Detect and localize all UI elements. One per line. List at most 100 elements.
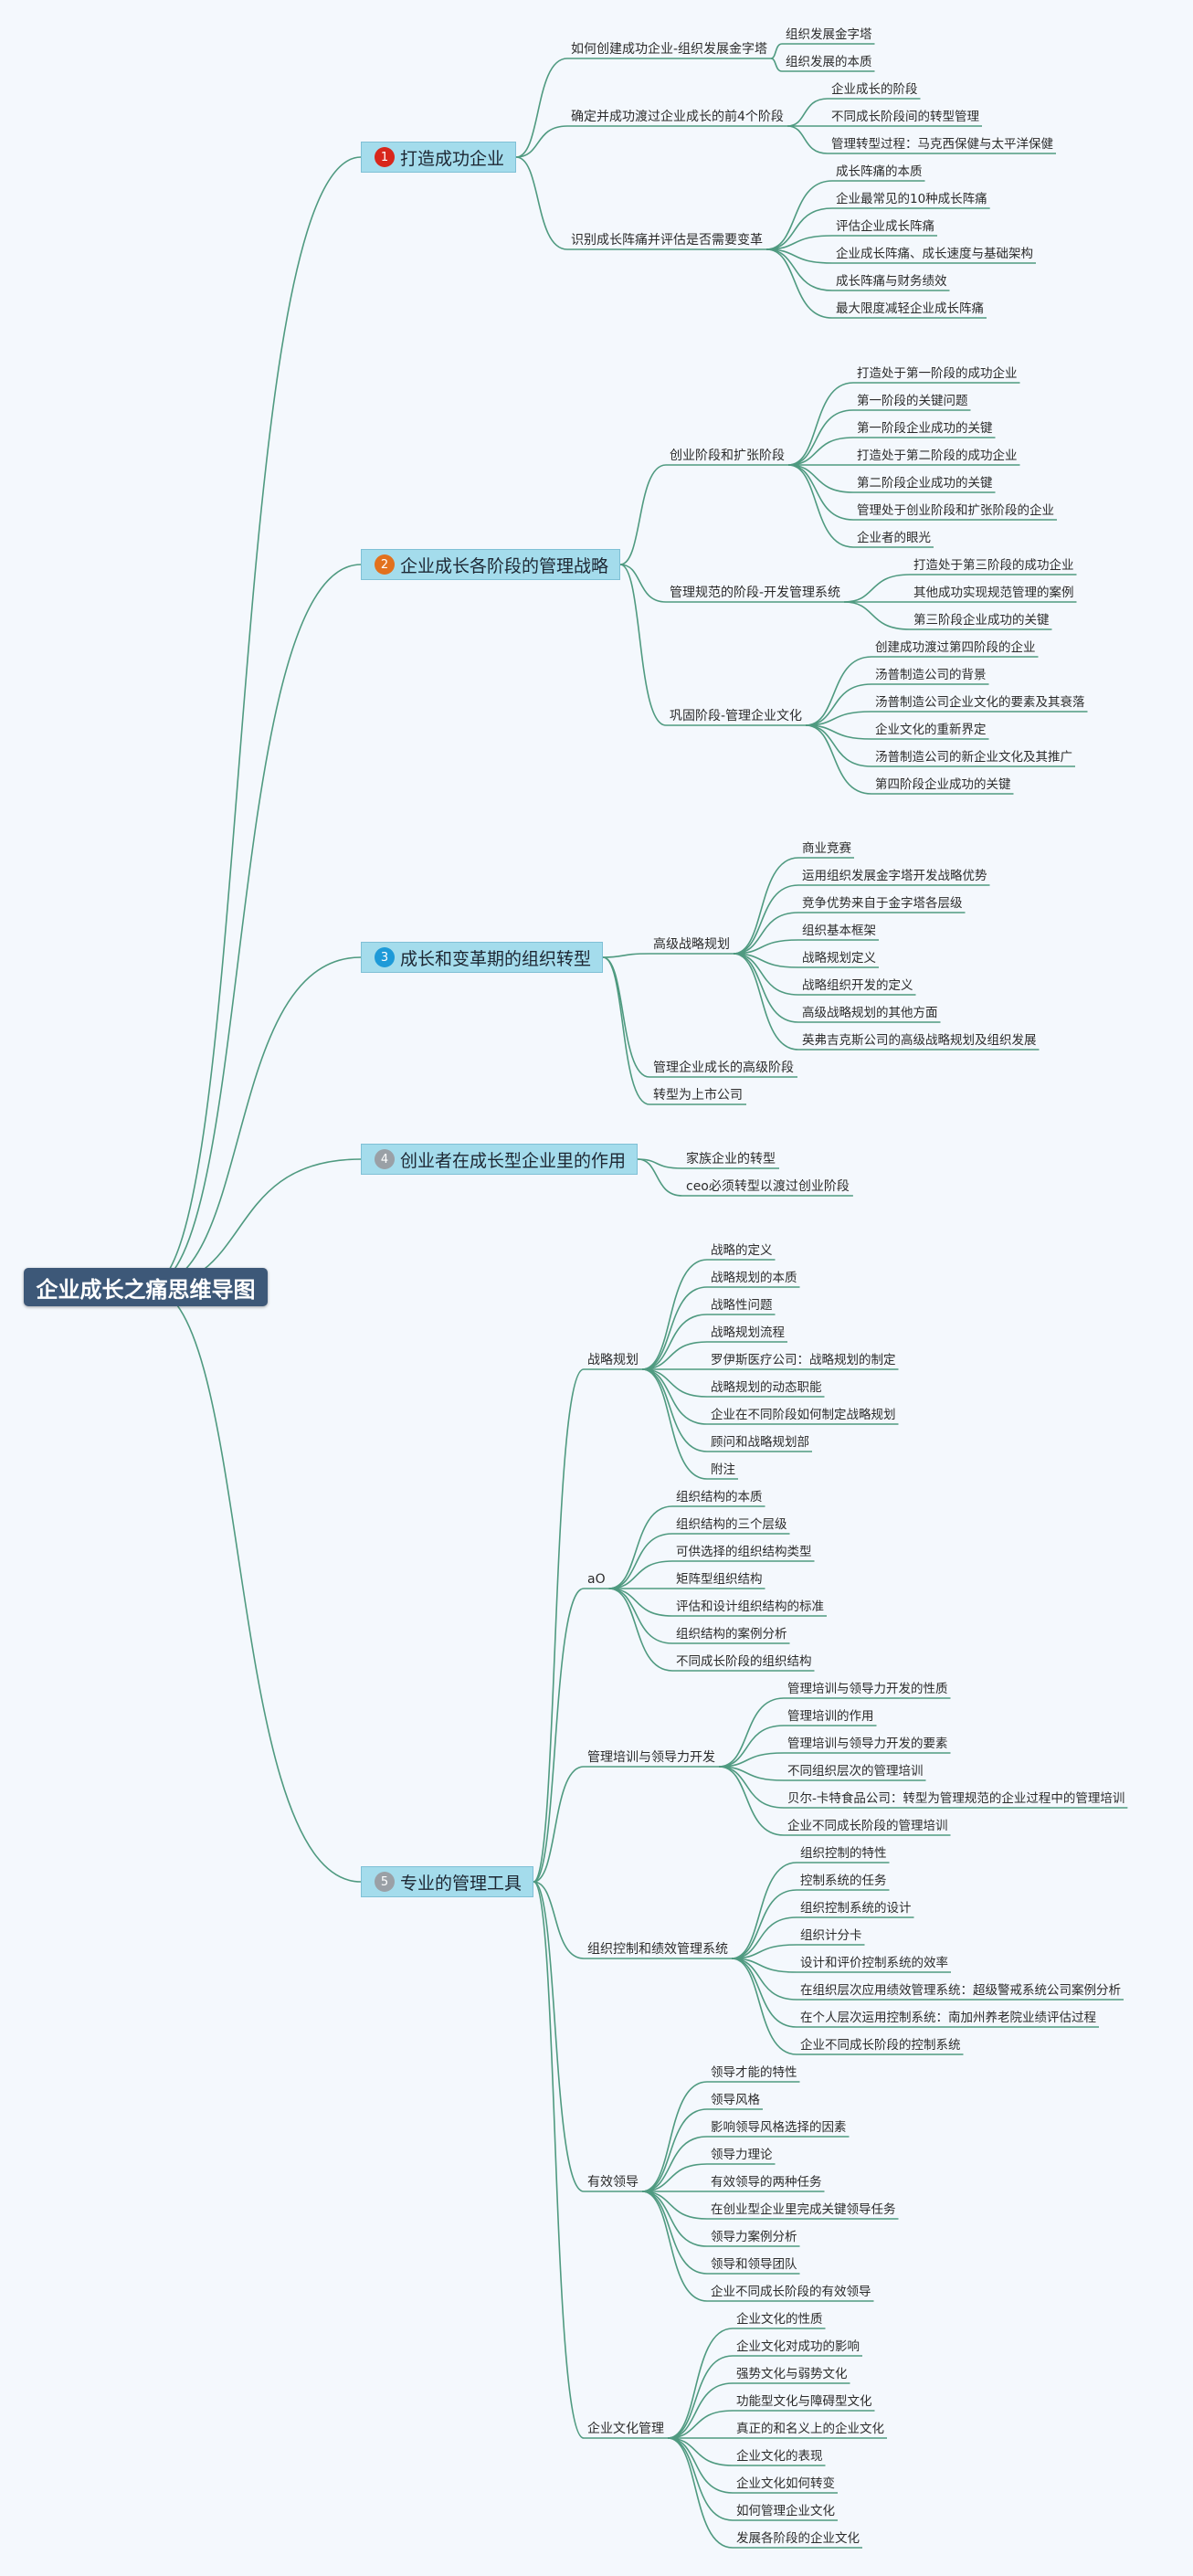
leaf-item[interactable]: 设计和评价控制系统的效率 [800,1956,948,1970]
leaf-item[interactable]: 成长阵痛的本质 [836,164,923,179]
leaf-item[interactable]: 成长阵痛与财务绩效 [836,274,947,289]
leaf-item[interactable]: 汤普制造公司企业文化的要素及其衰落 [875,695,1085,710]
leaf-item[interactable]: 有效领导的两种任务 [711,2175,822,2190]
leaf-item[interactable]: 强势文化与弱势文化 [736,2367,848,2381]
leaf-item[interactable]: 打造处于第二阶段的成功企业 [857,449,1018,463]
leaf-item[interactable]: 最大限度减轻企业成长阵痛 [836,301,984,316]
leaf-item[interactable]: 运用组织发展金字塔开发战略优势 [802,869,987,883]
leaf-item[interactable]: 打造处于第三阶段的成功企业 [913,558,1074,573]
leaf-item[interactable]: 英弗吉克斯公司的高级战略规划及组织发展 [802,1033,1037,1048]
leaf-item[interactable]: 第一阶段的关键问题 [857,394,968,408]
leaf-item[interactable]: 企业文化的重新界定 [875,723,987,737]
leaf-item[interactable]: 组织结构的案例分析 [676,1627,787,1642]
leaf-item[interactable]: 企业成长的阶段 [831,82,918,97]
leaf-item[interactable]: 领导风格 [711,2093,760,2107]
leaf-item[interactable]: 附注 [711,1462,735,1477]
leaf-item[interactable]: 组织计分卡 [800,1928,862,1943]
leaf-item[interactable]: 贝尔-卡特食品公司：转型为管理规范的企业过程中的管理培训 [787,1791,1125,1806]
leaf-item[interactable]: 评估和设计组织结构的标准 [676,1599,824,1614]
branch-label[interactable]: 转型为上市公司 [653,1088,743,1103]
root-node[interactable]: 企业成长之痛思维导图 [24,1268,268,1306]
leaf-item[interactable]: 汤普制造公司的新企业文化及其推广 [875,750,1072,765]
leaf-item[interactable]: 可供选择的组织结构类型 [676,1545,812,1559]
leaf-item[interactable]: 不同成长阶段间的转型管理 [831,110,979,124]
leaf-item[interactable]: 顾问和战略规划部 [711,1435,809,1450]
branch-label[interactable]: 识别成长阵痛并评估是否需要变革 [571,233,763,248]
leaf-item[interactable]: 企业文化的性质 [736,2312,823,2327]
leaf-item[interactable]: 第一阶段企业成功的关键 [857,421,993,436]
leaf-item[interactable]: 管理转型过程：马克西保健与太平洋保健 [831,137,1053,152]
leaf-item[interactable]: 企业者的眼光 [857,531,931,545]
leaf-item[interactable]: 组织控制的特性 [800,1846,887,1861]
leaf-item[interactable]: 如何管理企业文化 [736,2504,835,2518]
leaf-item[interactable]: 竞争优势来自于金字塔各层级 [802,896,963,911]
branch-label[interactable]: 家族企业的转型 [686,1152,776,1167]
leaf-item[interactable]: 其他成功实现规范管理的案例 [913,586,1074,600]
branch-label[interactable]: 管理规范的阶段-开发管理系统 [670,586,841,600]
leaf-item[interactable]: 组织发展的本质 [786,55,872,69]
leaf-item[interactable]: 在组织层次应用绩效管理系统：超级警戒系统公司案例分析 [800,1983,1121,1998]
leaf-item[interactable]: 战略的定义 [711,1243,773,1258]
branch-label[interactable]: aO [587,1572,606,1587]
leaf-item[interactable]: 第四阶段企业成功的关键 [875,777,1011,792]
leaf-item[interactable]: 功能型文化与障碍型文化 [736,2394,872,2409]
branch-label[interactable]: 管理培训与领导力开发 [587,1750,715,1765]
branch-label[interactable]: 如何创建成功企业-组织发展金字塔 [571,42,768,57]
leaf-item[interactable]: 汤普制造公司的背景 [875,668,987,682]
branch-label[interactable]: 管理企业成长的高级阶段 [653,1061,794,1075]
leaf-item[interactable]: 企业不同成长阶段的管理培训 [787,1819,948,1833]
leaf-item[interactable]: 不同组织层次的管理培训 [787,1764,924,1779]
leaf-item[interactable]: 管理培训与领导力开发的要素 [787,1737,948,1751]
branch-label[interactable]: 巩固阶段-管理企业文化 [670,709,803,723]
leaf-item[interactable]: 企业文化对成功的影响 [736,2339,860,2354]
leaf-item[interactable]: 真正的和名义上的企业文化 [736,2422,884,2436]
leaf-item[interactable]: 领导力理论 [711,2148,773,2162]
branch-label[interactable]: 高级战略规划 [653,937,730,952]
leaf-item[interactable]: 企业在不同阶段如何制定战略规划 [711,1408,896,1422]
leaf-item[interactable]: 管理培训与领导力开发的性质 [787,1682,948,1696]
leaf-item[interactable]: 在个人层次运用控制系统：南加州养老院业绩评估过程 [800,2011,1096,2025]
branch-label[interactable]: 有效领导 [587,2175,639,2190]
leaf-item[interactable]: 战略规划流程 [711,1325,785,1340]
leaf-item[interactable]: 矩阵型组织结构 [676,1572,763,1587]
leaf-item[interactable]: 企业文化如何转变 [736,2476,835,2491]
leaf-item[interactable]: 创建成功渡过第四阶段的企业 [875,640,1036,655]
leaf-item[interactable]: 发展各阶段的企业文化 [736,2531,860,2546]
leaf-item[interactable]: 在创业型企业里完成关键领导任务 [711,2202,896,2217]
leaf-item[interactable]: 战略组织开发的定义 [802,978,913,993]
leaf-item[interactable]: 企业文化的表现 [736,2449,823,2464]
branch-label[interactable]: 组织控制和绩效管理系统 [587,1942,728,1957]
leaf-item[interactable]: 高级战略规划的其他方面 [802,1006,938,1020]
leaf-item[interactable]: 组织控制系统的设计 [800,1901,912,1916]
leaf-item[interactable]: 战略规划定义 [802,951,876,966]
leaf-item[interactable]: 管理培训的作用 [787,1709,874,1724]
leaf-item[interactable]: 组织发展金字塔 [786,27,872,42]
leaf-item[interactable]: 企业成长阵痛、成长速度与基础架构 [836,247,1033,261]
leaf-item[interactable]: 组织基本框架 [802,924,876,938]
leaf-item[interactable]: 战略规划的动态职能 [711,1380,822,1395]
leaf-item[interactable]: 控制系统的任务 [800,1874,887,1888]
leaf-item[interactable]: 商业竞赛 [802,841,851,856]
leaf-item[interactable]: 不同成长阶段的组织结构 [676,1654,812,1669]
leaf-item[interactable]: 领导和领导团队 [711,2257,797,2272]
branch-label[interactable]: ceo必须转型以渡过创业阶段 [686,1179,850,1194]
leaf-item[interactable]: 企业最常见的10种成长阵痛 [836,192,987,206]
leaf-item[interactable]: 影响领导风格选择的因素 [711,2120,847,2135]
leaf-item[interactable]: 组织结构的三个层级 [676,1517,787,1532]
leaf-item[interactable]: 企业不同成长阶段的控制系统 [800,2038,961,2053]
leaf-item[interactable]: 评估企业成长阵痛 [836,219,934,234]
branch-label[interactable]: 企业文化管理 [587,2422,664,2436]
leaf-item[interactable]: 战略规划的本质 [711,1271,797,1285]
branch-label[interactable]: 战略规划 [587,1353,639,1367]
branch-label[interactable]: 创业阶段和扩张阶段 [670,449,785,463]
leaf-item[interactable]: 第三阶段企业成功的关键 [913,613,1050,628]
leaf-item[interactable]: 领导才能的特性 [711,2065,797,2080]
leaf-item[interactable]: 第二阶段企业成功的关键 [857,476,993,491]
leaf-item[interactable]: 罗伊斯医疗公司：战略规划的制定 [711,1353,896,1367]
leaf-item[interactable]: 战略性问题 [711,1298,773,1313]
leaf-item[interactable]: 组织结构的本质 [676,1490,763,1504]
